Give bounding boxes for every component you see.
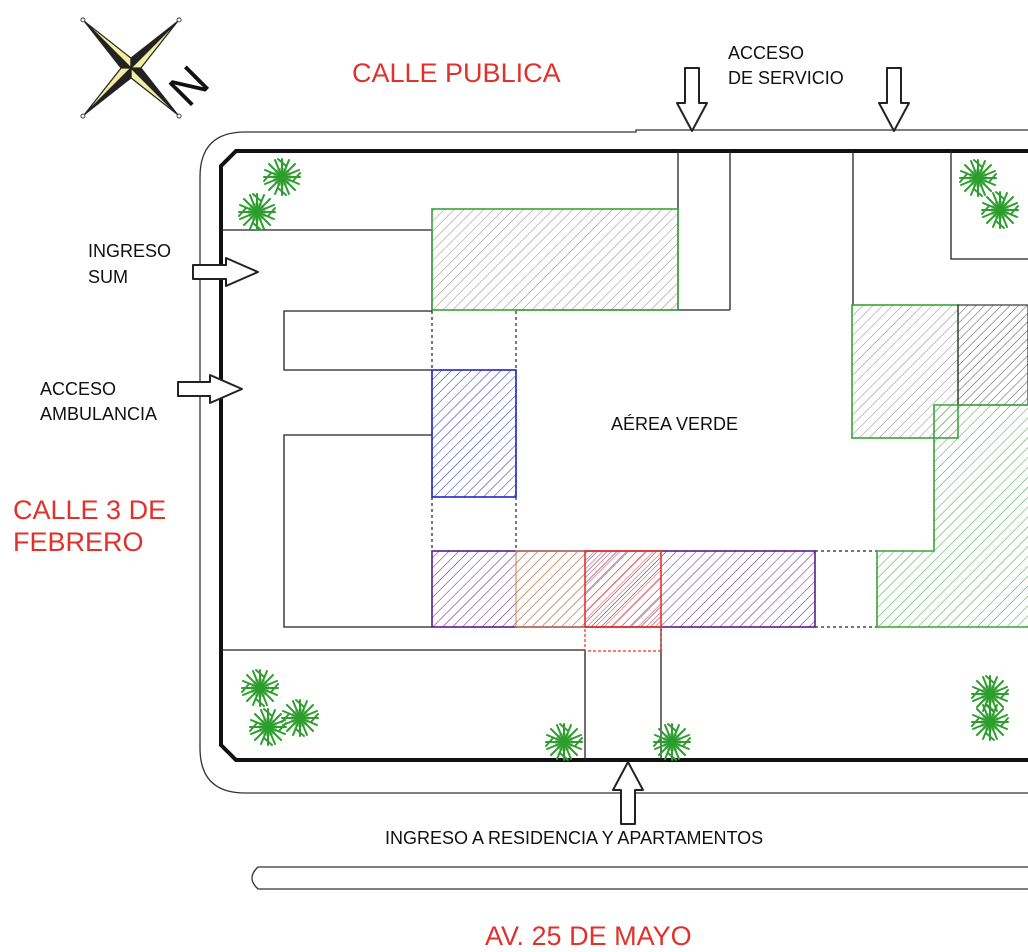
service-access-label-line2: DE SERVICIO [728,68,844,88]
internal-walls [221,151,1028,760]
sidewalk-outline [199,129,1028,794]
building-blue [431,369,517,498]
building-east-dark [957,304,1028,406]
residence-arrow-icon [612,761,644,825]
street-south-label: AV. 25 DE MAYO [485,921,692,951]
street-west-label-line2: FEBRERO [13,527,144,557]
residence-entry-label: INGRESO A RESIDENCIA Y APARTAMENTOS [385,828,764,848]
green-area-label: AÉREA VERDE [611,414,739,434]
service-arrow-right-icon [878,67,910,132]
ambulance-arrow-icon [177,374,243,404]
arrow-icons [177,67,910,825]
property-boundary [219,149,1028,762]
ambulance-access-label-line2: AMBULANCIA [40,404,158,424]
service-arrow-left-icon [676,67,708,132]
sum-entry-label-line2: SUM [88,267,128,287]
building-red [584,550,662,628]
street-north-label: CALLE PUBLICA [352,58,561,88]
sum-entry-label-line1: INGRESO [88,241,172,261]
building-north [431,208,679,311]
building-red-entry [584,626,662,652]
avenue-median [251,866,1028,890]
ambulance-access-label-line1: ACCESO [40,379,117,399]
building-orange [515,550,586,628]
sum-arrow-icon [192,257,259,287]
building-east-green [876,404,1028,628]
compass-rose-icon [80,17,182,119]
service-access-label-line1: ACCESO [728,43,805,63]
street-west-label-line1: CALLE 3 DE [13,495,167,525]
